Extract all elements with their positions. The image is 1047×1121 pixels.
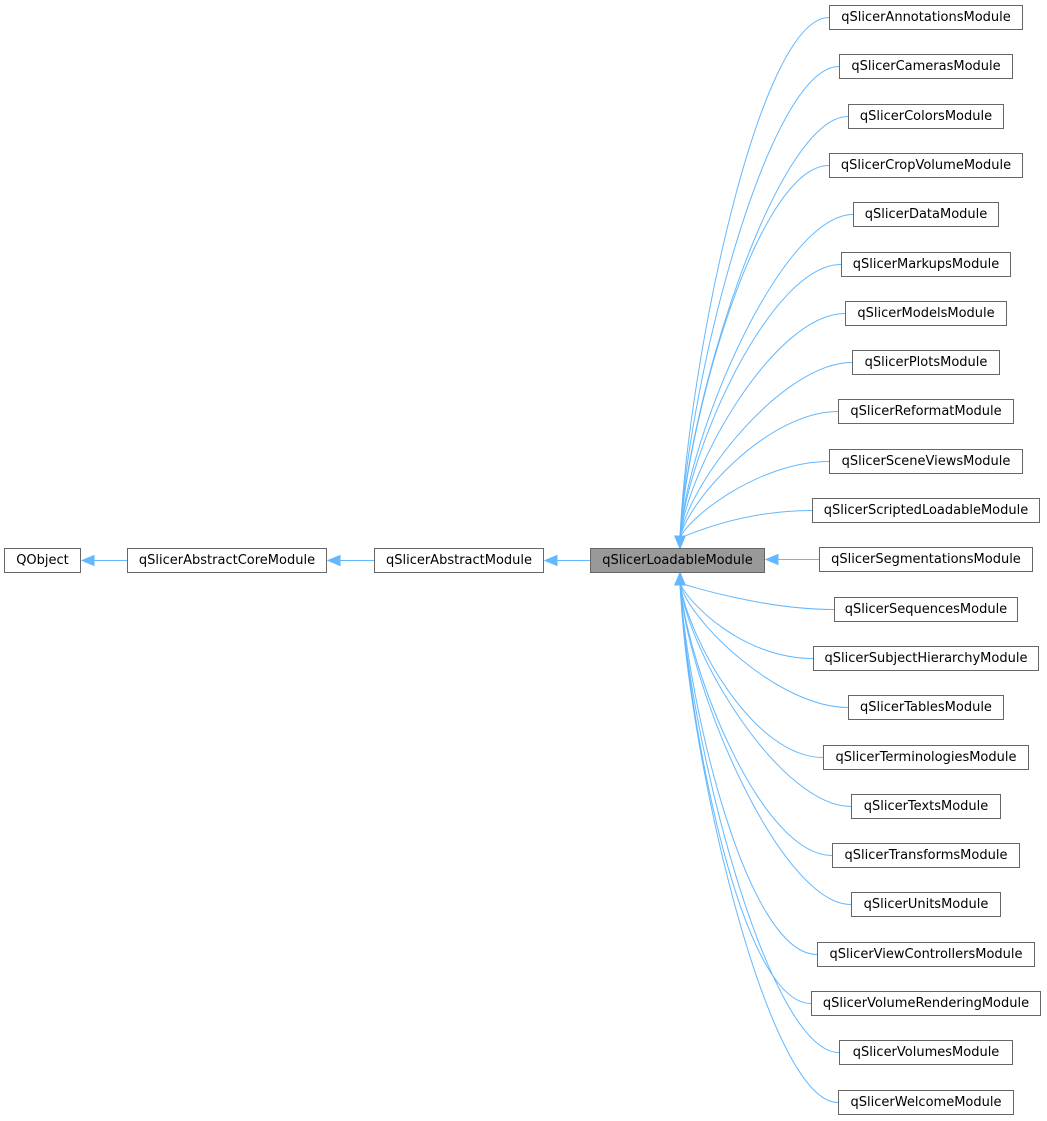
inheritance-edge — [679, 582, 849, 708]
node-child[interactable]: qSlicerWelcomeModule — [838, 1090, 1014, 1115]
inheritance-edge — [679, 582, 833, 856]
node-child[interactable]: qSlicerSceneViewsModule — [829, 449, 1023, 474]
node-child[interactable]: qSlicerModelsModule — [845, 301, 1007, 326]
inheritance-edge — [679, 362, 853, 539]
node-qslicer-abstract-module[interactable]: qSlicerAbstractModule — [374, 548, 544, 573]
node-child[interactable]: qSlicerAnnotationsModule — [829, 5, 1023, 30]
inheritance-edge — [679, 214, 854, 539]
inheritance-edge — [679, 582, 852, 807]
node-child[interactable]: qSlicerTransformsModule — [832, 843, 1020, 868]
node-child[interactable]: qSlicerVolumesModule — [839, 1040, 1013, 1065]
inheritance-arrowhead — [80, 554, 95, 567]
node-child[interactable]: qSlicerSubjectHierarchyModule — [813, 646, 1039, 671]
node-child[interactable]: qSlicerSequencesModule — [834, 597, 1018, 622]
node-child[interactable]: qSlicerPlotsModule — [852, 350, 1000, 375]
node-child[interactable]: qSlicerMarkupsModule — [841, 252, 1011, 277]
inheritance-edge — [679, 582, 818, 955]
node-child[interactable]: qSlicerTextsModule — [851, 794, 1001, 819]
inheritance-arrowhead — [764, 553, 779, 566]
inheritance-edge — [679, 582, 852, 905]
inheritance-arrowhead — [674, 571, 686, 586]
inheritance-edge — [679, 17, 830, 539]
inheritance-edge — [679, 411, 839, 539]
node-child[interactable]: qSlicerCropVolumeModule — [829, 153, 1023, 178]
node-child[interactable]: qSlicerReformatModule — [838, 399, 1014, 424]
inheritance-edge — [679, 66, 840, 539]
inheritance-edge — [679, 461, 830, 539]
node-child[interactable]: qSlicerColorsModule — [848, 104, 1004, 129]
inheritance-edge — [679, 582, 824, 758]
node-child[interactable]: qSlicerScriptedLoadableModule — [812, 498, 1040, 523]
node-child[interactable]: qSlicerCamerasModule — [839, 54, 1013, 79]
node-child[interactable]: qSlicerUnitsModule — [851, 892, 1001, 917]
node-child[interactable]: qSlicerDataModule — [853, 202, 999, 227]
node-child[interactable]: qSlicerVolumeRenderingModule — [811, 991, 1041, 1016]
inheritance-edge — [679, 264, 842, 539]
node-child[interactable]: qSlicerTerminologiesModule — [823, 745, 1029, 770]
inheritance-edge — [679, 116, 849, 539]
inheritance-edge — [679, 582, 839, 1103]
inheritance-edge — [679, 582, 814, 659]
inheritance-edge — [679, 313, 846, 539]
node-child[interactable]: qSlicerSegmentationsModule — [819, 547, 1033, 572]
inheritance-arrowhead — [674, 535, 686, 550]
inheritance-edge — [679, 582, 840, 1053]
node-qobject[interactable]: QObject — [4, 548, 81, 573]
node-child[interactable]: qSlicerViewControllersModule — [817, 942, 1035, 967]
inheritance-arrowhead — [326, 554, 341, 567]
inheritance-edge — [679, 165, 830, 539]
node-qslicer-abstract-core-module[interactable]: qSlicerAbstractCoreModule — [127, 548, 327, 573]
inheritance-edge — [679, 582, 835, 610]
node-child[interactable]: qSlicerTablesModule — [848, 695, 1004, 720]
inheritance-arrowhead — [543, 554, 558, 567]
node-qslicer-loadable-module: qSlicerLoadableModule — [590, 548, 765, 573]
